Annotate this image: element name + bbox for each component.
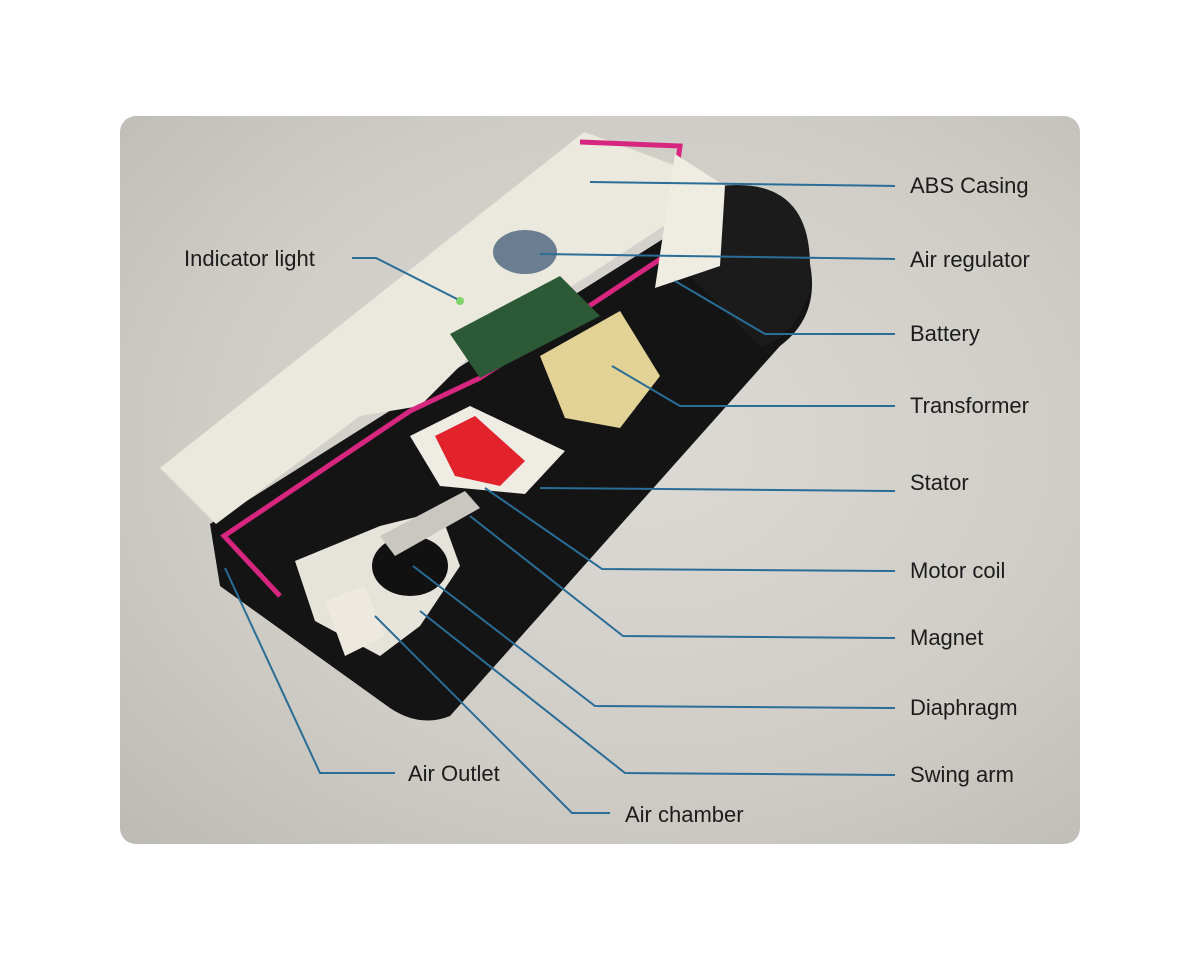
label-stator: Stator bbox=[910, 470, 969, 495]
leader-transformer bbox=[611, 365, 895, 407]
leader-air-outlet bbox=[224, 567, 395, 774]
pump-illustration bbox=[160, 132, 812, 721]
label-abs-casing: ABS Casing bbox=[910, 173, 1029, 198]
leader-diaphragm bbox=[412, 565, 896, 709]
label-motor-coil: Motor coil bbox=[910, 558, 1005, 583]
label-magnet: Magnet bbox=[910, 625, 983, 650]
casing-pillar bbox=[655, 154, 725, 288]
diaphragm-disc bbox=[372, 536, 448, 596]
callout-labels: ABS Casing Indicator light Air regulator… bbox=[184, 173, 1030, 827]
label-swing-arm: Swing arm bbox=[910, 762, 1014, 787]
leader-motor-coil bbox=[484, 487, 896, 572]
label-transformer: Transformer bbox=[910, 393, 1029, 418]
leader-stator bbox=[539, 487, 896, 492]
abs-casing-panel bbox=[160, 132, 725, 524]
leader-abs-casing bbox=[589, 181, 896, 187]
leader-swing-arm bbox=[419, 610, 896, 776]
swing-arm-piece bbox=[380, 491, 480, 556]
label-air-chamber: Air chamber bbox=[625, 802, 744, 827]
diagram-card: ABS Casing Indicator light Air regulator… bbox=[120, 116, 1080, 844]
air-pump-cutaway-diagram: ABS Casing Indicator light Air regulator… bbox=[160, 132, 1030, 827]
circuit-board bbox=[450, 276, 600, 378]
leader-battery bbox=[674, 280, 895, 335]
leader-air-regulator bbox=[539, 253, 896, 260]
leader-lines bbox=[224, 181, 896, 814]
indicator-light bbox=[456, 297, 464, 305]
transformer-block bbox=[540, 311, 660, 428]
air-regulator-knob bbox=[493, 230, 557, 274]
label-diaphragm: Diaphragm bbox=[910, 695, 1018, 720]
label-air-regulator: Air regulator bbox=[910, 247, 1030, 272]
label-battery: Battery bbox=[910, 321, 980, 346]
motor-coil-block bbox=[435, 416, 525, 486]
label-air-outlet: Air Outlet bbox=[408, 761, 500, 786]
air-outlet-block bbox=[325, 586, 385, 656]
leader-air-chamber bbox=[374, 615, 610, 814]
leader-indicator-light bbox=[352, 257, 458, 300]
label-indicator-light: Indicator light bbox=[184, 246, 315, 271]
leader-magnet bbox=[469, 515, 896, 639]
